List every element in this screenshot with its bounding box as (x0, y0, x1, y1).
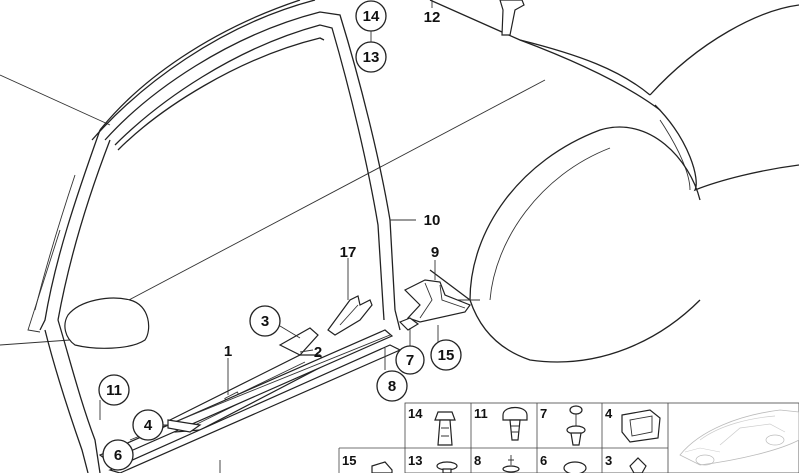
table-label-3: 3 (605, 453, 612, 468)
callout-3: 3 (249, 305, 281, 337)
part-4-icon (621, 409, 661, 443)
svg-text:6: 6 (114, 447, 122, 464)
part-14-icon (434, 411, 456, 446)
car-thumbnail-icon (679, 409, 799, 466)
part-15-icon (371, 461, 393, 473)
svg-text:3: 3 (261, 313, 269, 330)
b-pillar-trim (327, 295, 373, 336)
callout-11: 11 (98, 374, 130, 406)
callout-8: 8 (376, 370, 408, 402)
callout-9: 9 (431, 244, 439, 261)
door-frame (27, 0, 401, 473)
callout-7: 7 (395, 345, 425, 375)
table-label-8: 8 (474, 453, 481, 468)
part-11-icon (502, 406, 528, 441)
callout-17: 17 (340, 244, 357, 261)
table-label-15: 15 (342, 453, 356, 468)
part-13-icon (436, 461, 458, 473)
part-3-icon (629, 457, 647, 473)
part-8-icon (502, 455, 520, 473)
trim-piece-12 (499, 0, 525, 36)
callout-1: 1 (224, 343, 232, 360)
table-label-6: 6 (540, 453, 547, 468)
callout-13-top: 13 (355, 41, 387, 73)
callout-4: 4 (132, 409, 164, 441)
callout-14-top: 14 (355, 0, 387, 32)
svg-text:7: 7 (406, 352, 414, 369)
callout-12: 12 (424, 9, 441, 26)
svg-text:14: 14 (363, 8, 380, 25)
svg-text:4: 4 (144, 417, 153, 434)
part-7-icon (566, 405, 586, 446)
callout-10: 10 (424, 212, 441, 229)
callout-6: 6 (102, 439, 134, 471)
parts-table: 14 11 7 4 15 13 8 6 3 (338, 402, 799, 473)
callout-15: 15 (430, 339, 462, 371)
svg-text:13: 13 (363, 49, 380, 66)
table-label-14: 14 (408, 406, 423, 421)
bracket-9 (403, 279, 471, 323)
part-6-icon (563, 461, 587, 473)
svg-text:15: 15 (438, 347, 455, 364)
clip-7 (398, 317, 420, 331)
svg-text:11: 11 (106, 382, 122, 399)
svg-text:8: 8 (388, 378, 396, 395)
table-label-11: 11 (474, 406, 488, 421)
table-label-4: 4 (605, 406, 613, 421)
callout-2: 2 (314, 344, 322, 361)
car-body-outline (0, 0, 799, 363)
table-label-13: 13 (408, 453, 422, 468)
table-label-7: 7 (540, 406, 547, 421)
